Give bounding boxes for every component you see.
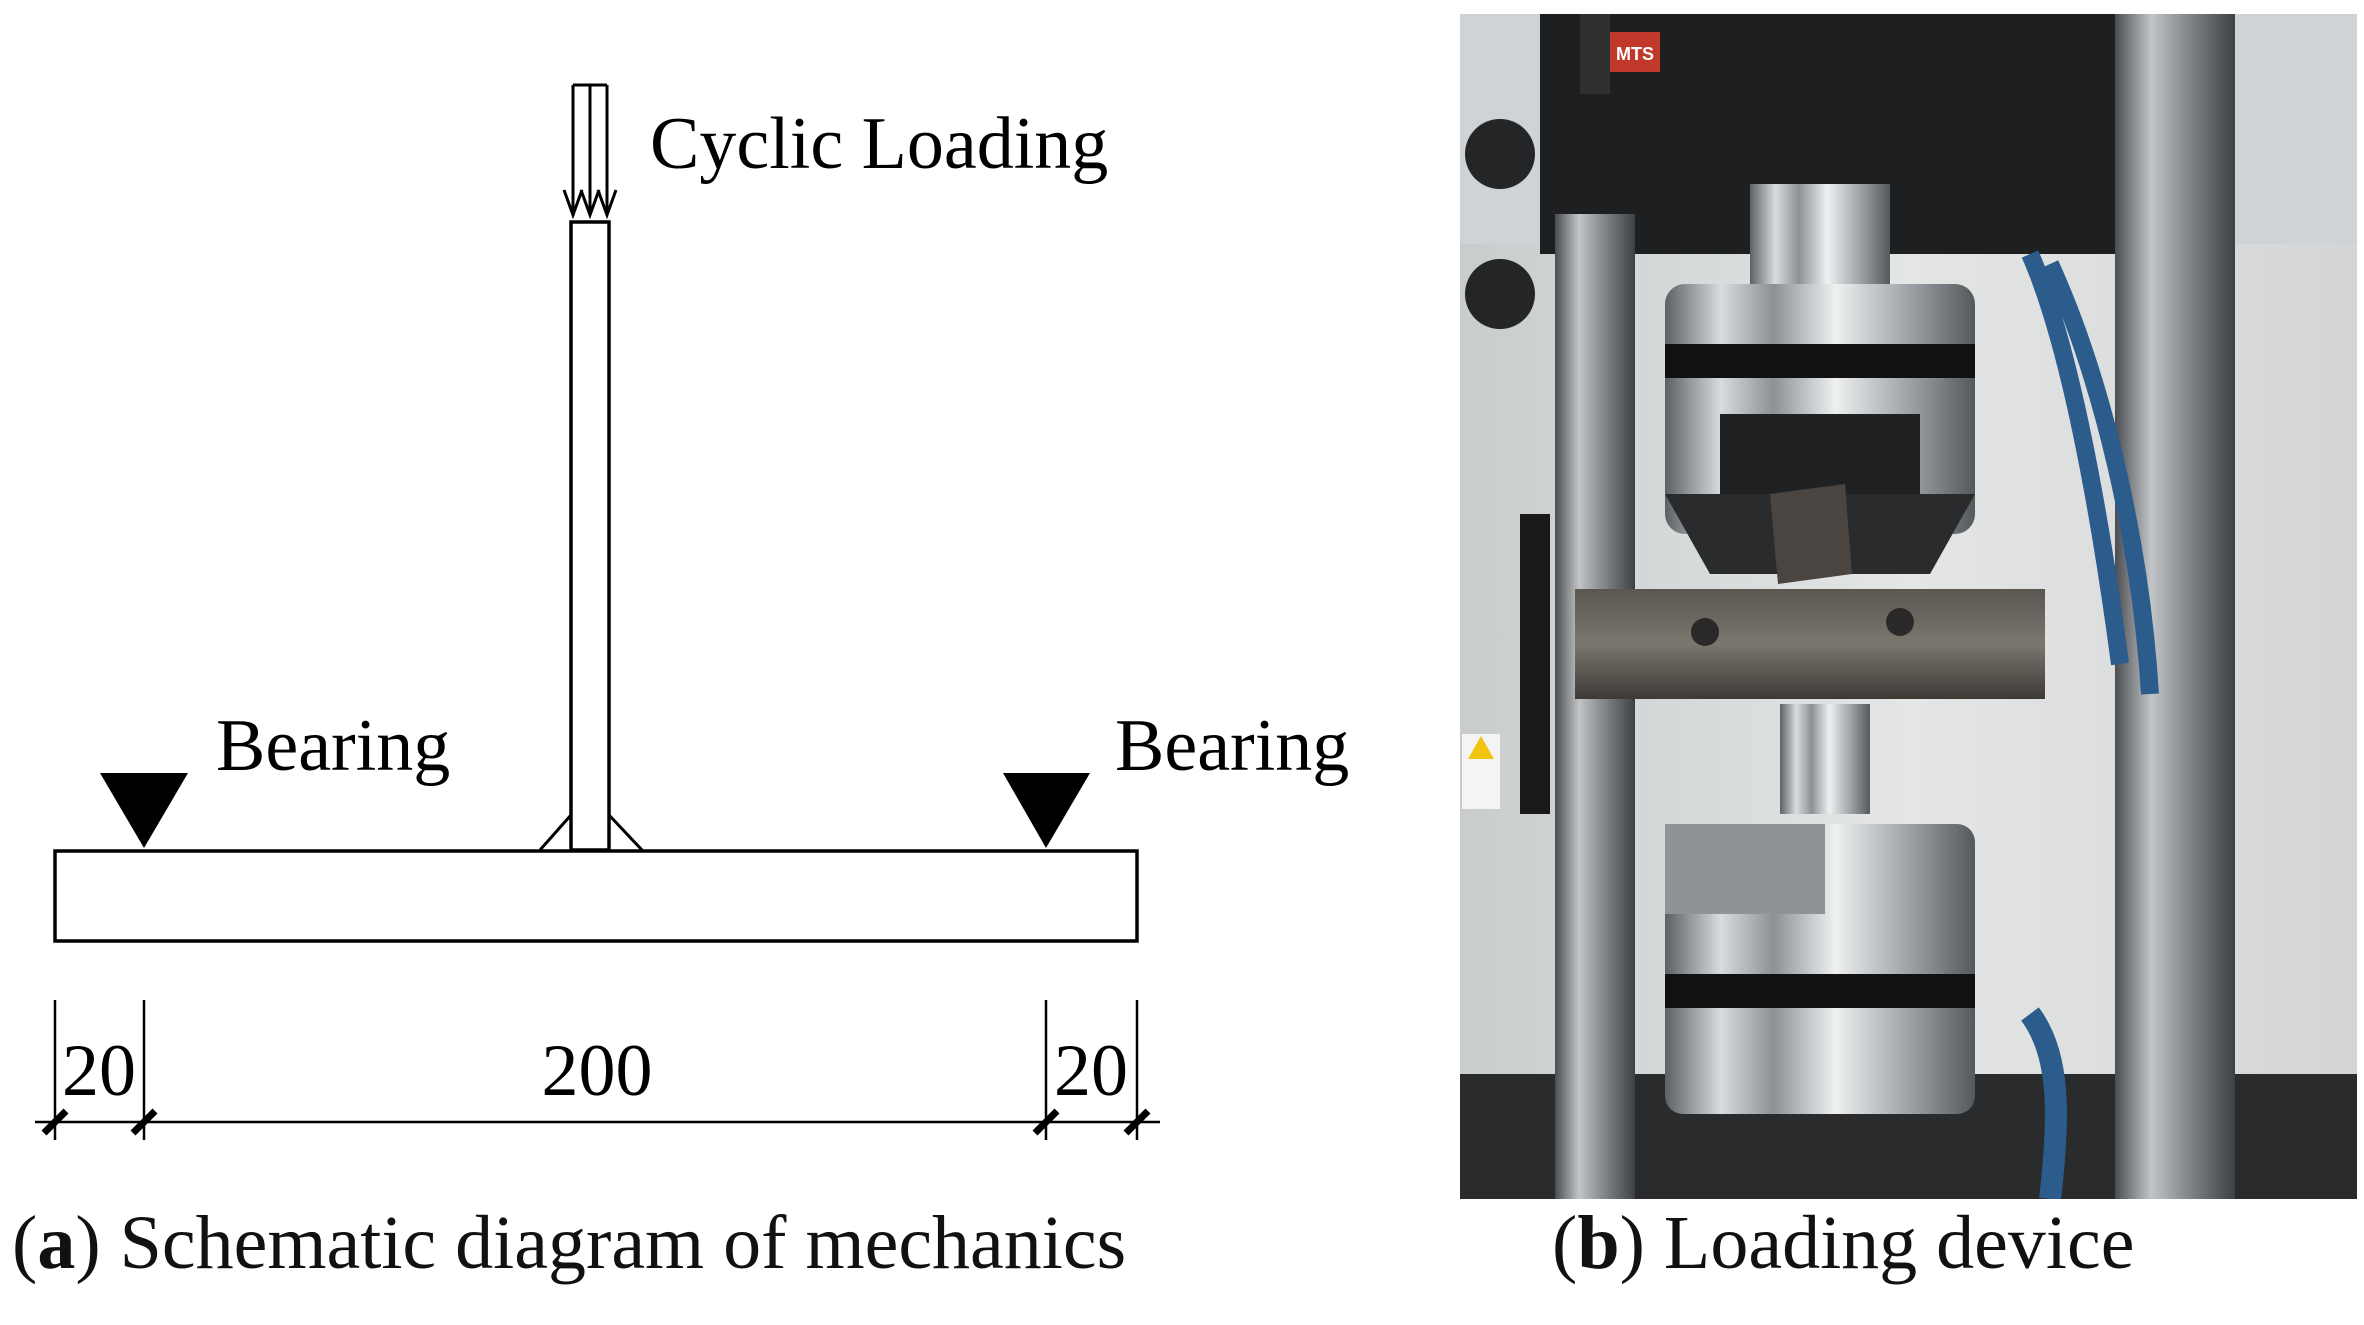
dimension-left: 20: [62, 1030, 136, 1112]
column-fillet: [538, 813, 644, 852]
caption-a-letter: a: [37, 1201, 76, 1285]
load-arrows: [562, 83, 618, 220]
test-specimen: [1770, 484, 1852, 584]
left-column: [1555, 214, 1635, 1199]
brand-plate: [1610, 32, 1660, 72]
lower-grip: [1665, 704, 1975, 1114]
bearing-label-right: Bearing: [1115, 705, 1349, 787]
dimension-lines: [35, 1000, 1160, 1140]
loading-column: [569, 220, 611, 852]
dimension-right: 20: [1054, 1030, 1128, 1112]
cyclic-loading-label: Cyclic Loading: [650, 103, 1108, 185]
right-bearing-icon: [1003, 773, 1090, 848]
machine-frame: MTS: [1465, 14, 2140, 329]
hydraulic-hose: [2021, 250, 2159, 695]
left-bearing-icon: [100, 773, 188, 848]
caption-a-text: Schematic diagram of mechanics: [119, 1201, 1127, 1285]
caption-b-text: Loading device: [1663, 1201, 2135, 1285]
bearing-label-left: Bearing: [216, 705, 450, 787]
caption-b-letter: b: [1577, 1201, 1620, 1285]
caption-b: (b) Loading device: [1552, 1201, 2135, 1285]
dimension-ticks: [41, 1108, 1151, 1136]
caption-a: (a) Schematic diagram of mechanics: [12, 1201, 1127, 1285]
fixture-beam: [1575, 589, 2045, 699]
dimension-middle: 200: [542, 1030, 653, 1112]
mechanics-schematic: Cyclic Loading Bearing Bearing 20 200 20: [35, 83, 1349, 1140]
brand-plate-text: MTS: [1616, 44, 1654, 64]
loading-device-photo: MTS: [1460, 14, 2357, 1199]
specimen-beam: [53, 849, 1139, 943]
